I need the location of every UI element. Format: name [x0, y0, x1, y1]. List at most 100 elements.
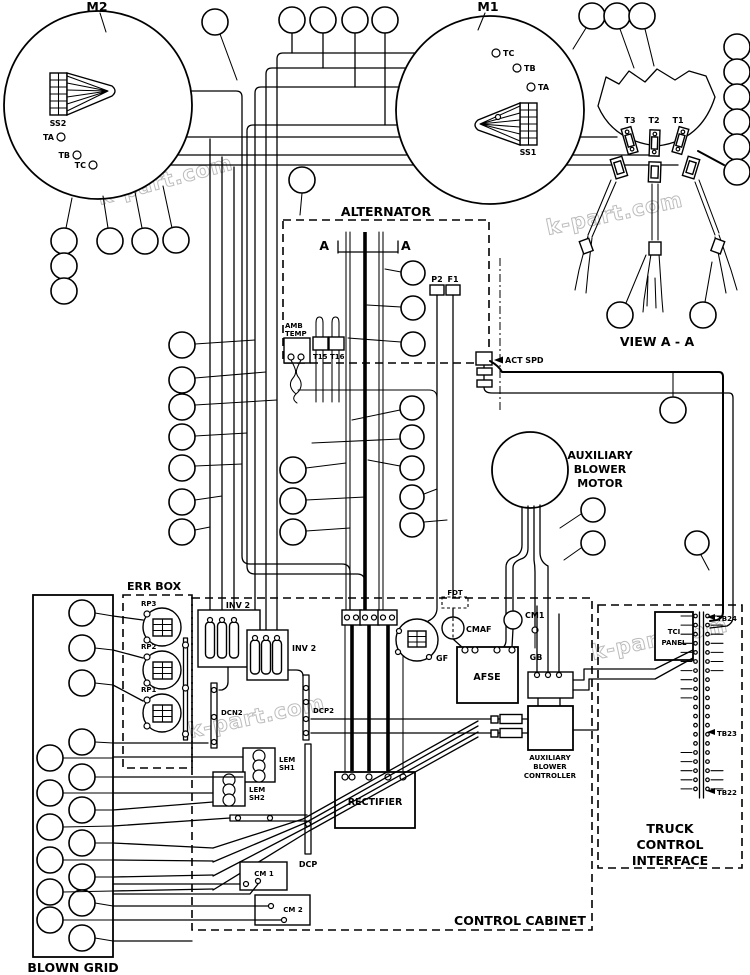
lug-inner — [650, 136, 659, 150]
cap-terminal — [251, 634, 259, 642]
cm-1-label: CM 1 — [254, 870, 274, 878]
dcn2-bus — [210, 682, 218, 749]
callout-circle — [168, 518, 196, 546]
cable-collar — [578, 237, 595, 255]
leader-line — [384, 268, 402, 273]
tb24-label: TB24 — [717, 615, 737, 623]
callout-circle — [580, 530, 606, 556]
grid-wires — [112, 615, 144, 702]
callout-circle — [659, 396, 687, 424]
t15-t16-label: T15 T16 — [313, 353, 345, 361]
shunt-terminal — [252, 769, 266, 783]
leader-line — [194, 495, 223, 501]
wire — [218, 666, 229, 691]
aux-blower-controller-box — [527, 705, 574, 751]
cm-terminal — [242, 880, 250, 888]
t2-label: T2 — [648, 116, 659, 125]
callout-circle — [628, 2, 656, 30]
bus-terminal — [302, 698, 310, 706]
leader-line — [94, 612, 114, 617]
lem-sh2-label2: SH2 — [249, 794, 265, 802]
callout-circle — [689, 301, 717, 329]
alternator-label: ALTERNATOR — [341, 204, 432, 219]
wire — [111, 90, 351, 611]
bus-terminal — [210, 738, 218, 746]
section-a-left: A — [319, 238, 329, 253]
bus-terminal — [181, 641, 190, 649]
connector-terminal — [343, 614, 351, 621]
callout-circle — [68, 728, 96, 756]
bus-terminal — [302, 729, 310, 737]
leader-line — [563, 547, 582, 561]
controller-label1: AUXILIARY — [529, 754, 571, 762]
leader-line — [305, 527, 351, 532]
leader-line — [99, 12, 107, 33]
callout-circle — [279, 518, 307, 546]
leader-line — [62, 890, 114, 893]
leader-line — [305, 462, 347, 469]
err-box-label: ERR BOX — [127, 580, 182, 593]
ss1-label: SS1 — [520, 148, 537, 157]
bus-terminal — [210, 686, 218, 694]
callout-circle — [399, 395, 425, 421]
t2-lug — [648, 129, 661, 157]
leader-line — [477, 12, 486, 31]
amb-temp-sensor — [283, 337, 311, 364]
twisted-pair — [289, 359, 302, 404]
tci-boundary — [597, 604, 743, 869]
tb-label: TB — [58, 151, 70, 160]
lug-inner — [675, 133, 686, 148]
inline-connector-inner — [650, 165, 660, 179]
callout-circle — [36, 846, 64, 874]
tb-terminal — [512, 63, 522, 73]
afse-terminal — [508, 646, 516, 654]
cap-terminal — [206, 616, 214, 624]
bus-terminal — [181, 730, 190, 738]
t1-connector — [681, 155, 701, 180]
m2-callouts — [50, 8, 316, 305]
cm1-label: CM1 — [525, 611, 545, 620]
leader-line — [94, 741, 114, 744]
leader-line — [62, 825, 114, 828]
tci-label2: CONTROL — [636, 837, 703, 852]
t3-cable — [574, 179, 617, 294]
controller-terminal — [544, 671, 552, 679]
leader-line — [347, 337, 402, 343]
fuse-end — [490, 715, 499, 724]
leader-line — [134, 191, 143, 229]
dcp-bus — [304, 743, 312, 855]
t1-cable — [694, 179, 738, 294]
afse-terminal — [461, 646, 469, 654]
callout-circle — [68, 599, 96, 627]
tci-label3: INTERFACE — [632, 853, 708, 868]
inline-connector — [476, 367, 493, 376]
arrow-icon — [707, 788, 715, 794]
cmaf-label: CMAF — [466, 625, 492, 634]
rp2-terminal — [143, 653, 151, 661]
rp2-grid — [152, 661, 173, 680]
callout-circle — [68, 889, 96, 917]
leader-line — [423, 488, 438, 495]
callout-circle — [341, 6, 369, 34]
rectifier-terminal — [365, 773, 373, 781]
lug-terminal — [629, 146, 635, 152]
tc-label: TC — [75, 161, 86, 170]
capacitor — [204, 621, 216, 659]
rectifier-box — [334, 771, 416, 829]
t2-cable — [642, 183, 664, 313]
callout-circle — [50, 252, 78, 280]
cone-terminal — [494, 113, 502, 121]
callout-circle — [606, 301, 634, 329]
fdt-box — [441, 596, 469, 609]
alternator-box: ALTERNATOR A A P2 F1 AMB TEMP T1 — [282, 204, 544, 624]
arrow-icon — [707, 614, 715, 620]
callout-circle — [723, 83, 750, 111]
callout-circle — [168, 393, 196, 421]
wire — [276, 52, 493, 638]
callout-circle — [68, 829, 96, 857]
callout-circle — [279, 487, 307, 515]
m1-detail: M1 TC TB TA SS1 — [395, 0, 585, 205]
wire — [483, 386, 734, 629]
